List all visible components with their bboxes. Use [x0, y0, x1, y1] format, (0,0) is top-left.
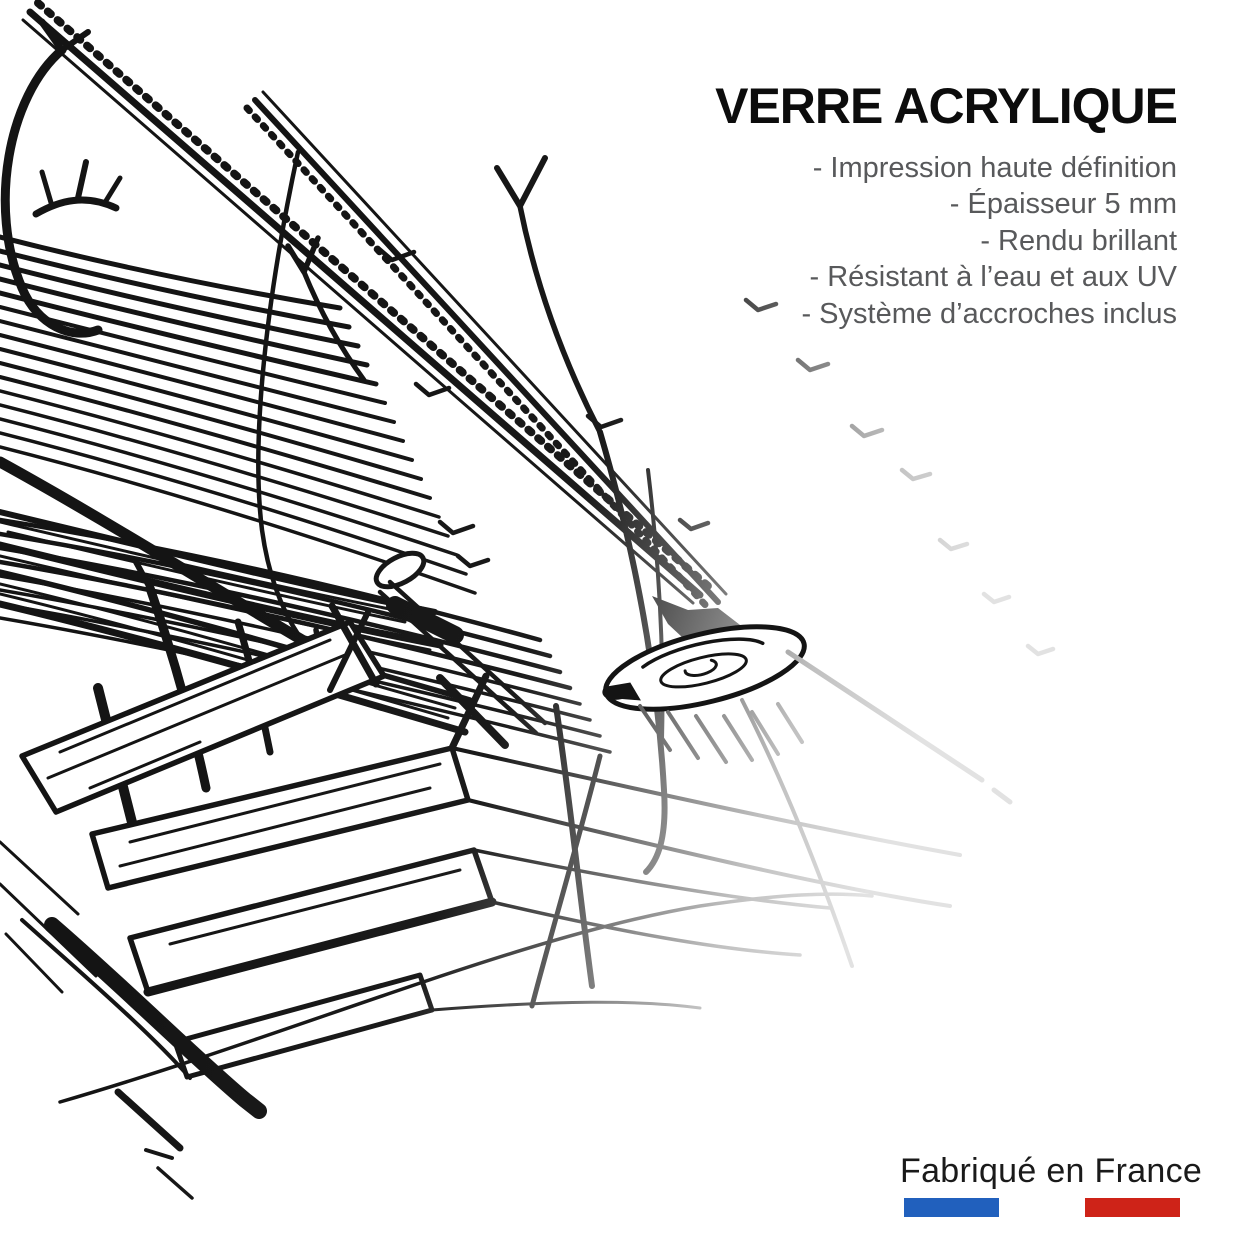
twig-fork	[494, 155, 603, 435]
feature-item: - Épaisseur 5 mm	[949, 188, 1177, 220]
serrated-spar-second	[243, 90, 728, 614]
french-flag-bars	[904, 1198, 1180, 1218]
sail-hatching	[0, 234, 612, 754]
branch-arc	[0, 18, 123, 338]
deck-rail-upper	[0, 509, 464, 652]
bird-marks	[375, 245, 1056, 657]
feature-item: - Impression haute définition	[812, 151, 1177, 184]
whisker-pole-2	[529, 753, 603, 1009]
flag-red-bar	[1085, 1198, 1180, 1218]
feature-item: - Rendu brillant	[980, 224, 1177, 257]
feature-list: - Impression haute définition - Épaisseu…	[715, 150, 1177, 333]
page-title: VERRE ACRYLIQUE	[715, 78, 1178, 134]
product-info: VERRE ACRYLIQUE - Impression haute défin…	[715, 78, 1178, 333]
rope-line	[256, 149, 325, 667]
feature-item: - Résistant à l’eau et aux UV	[809, 261, 1177, 293]
heavy-pole	[0, 840, 267, 1200]
twig-cluster	[285, 235, 367, 383]
flag-blue-bar	[904, 1198, 999, 1218]
feature-item: - Système d’accroches inclus	[801, 297, 1177, 330]
serrated-spar-main	[21, 0, 712, 605]
log-end	[602, 624, 1013, 968]
hull-line	[58, 892, 874, 1104]
made-in-france-badge: Fabriqué en France	[900, 1152, 1203, 1218]
made-in-label: Fabriqué en France	[900, 1152, 1203, 1190]
